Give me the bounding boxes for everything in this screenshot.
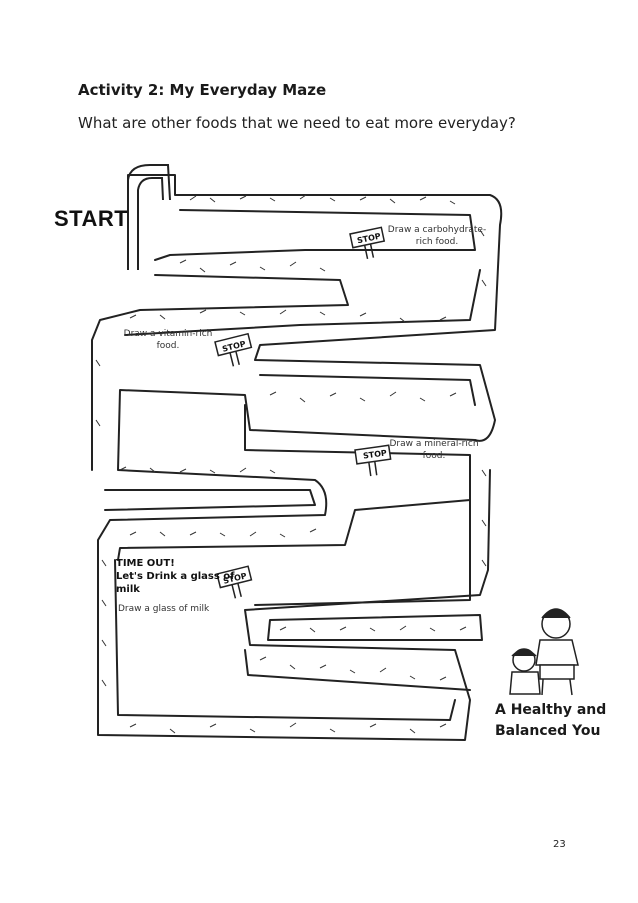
carbohydrate-note: Draw a carbohydrate- rich food. <box>382 224 492 248</box>
vitamin-note: Draw a vitamin-rich food. <box>118 328 218 352</box>
page-number: 23 <box>553 839 566 850</box>
vitamin-note-line1: Draw a vitamin-rich <box>123 329 213 339</box>
milk-instruction: Draw a glass of milk <box>118 604 210 614</box>
timeout-label: TIME OUT! Let's Drink a glass of milk <box>116 557 235 596</box>
maze-path <box>91 174 503 741</box>
mineral-note-line2: food. <box>422 451 446 461</box>
activity-heading: Activity 2: My Everyday Maze <box>78 81 327 99</box>
start-label: START <box>54 206 129 231</box>
start-gate <box>127 164 171 270</box>
hedge-texture <box>95 194 487 734</box>
mineral-note: Draw a mineral-rich food. <box>384 438 484 462</box>
carbohydrate-note-line2: rich food. <box>415 237 459 247</box>
timeout-line2: Let's Drink a glass of <box>116 571 235 582</box>
carbohydrate-note-line1: Draw a carbohydrate- <box>387 225 487 235</box>
timeout-line1: TIME OUT! <box>116 558 175 569</box>
finish-label: A Healthy and Balanced You <box>495 700 606 742</box>
stop-sign-1 <box>349 226 386 260</box>
mineral-note-line1: Draw a mineral-rich <box>389 439 479 449</box>
stop-sign-4 <box>216 565 253 599</box>
finish-line2: Balanced You <box>495 723 601 739</box>
children-illustration <box>509 608 579 696</box>
stop-sign-2 <box>214 332 253 367</box>
activity-question: What are other foods that we need to eat… <box>78 114 516 132</box>
finish-line1: A Healthy and <box>495 702 607 718</box>
vitamin-note-line2: food. <box>156 341 180 351</box>
stop-sign-3 <box>354 444 392 477</box>
timeout-line3: milk <box>116 584 140 595</box>
